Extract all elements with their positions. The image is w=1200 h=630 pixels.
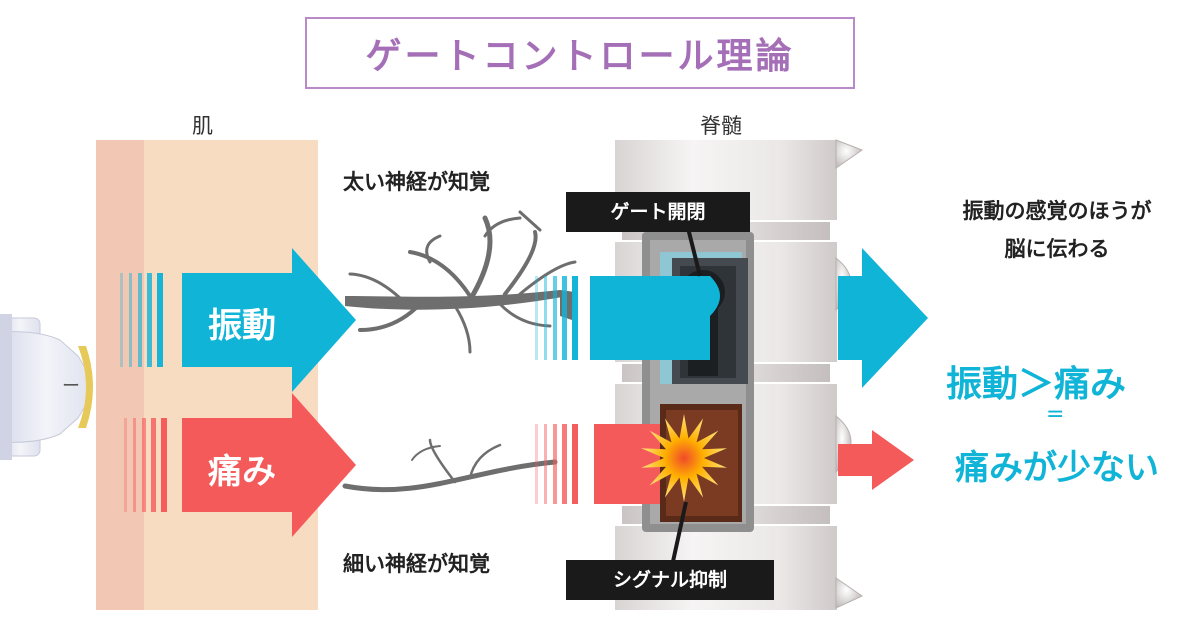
thick-nerve [345,210,577,354]
vibration-arrow-spine [590,276,720,360]
thin-nerve [342,438,558,493]
device-icon [0,314,93,460]
comparison-text: 振動＞痛み [946,364,1127,405]
vibration-stripe [129,273,132,367]
device-mark: ー [62,376,80,397]
pain-arrow-out [838,430,914,490]
signal-callout: シグナル抑制 [566,560,774,600]
pain-stripe [553,424,557,504]
vibration-stripe [535,276,538,360]
vibration-arrow-out [838,248,928,388]
equals-sign: = [1046,402,1065,427]
vibration-stripe [157,273,163,367]
pain-stripe [151,418,156,512]
vibration-stripe [120,273,123,367]
signal-callout-pointer [670,501,688,567]
result-note: 振動の感覚のほうが 脳に伝わる [922,192,1192,268]
pain-stripe [572,424,578,504]
pain-stripe [142,418,146,512]
pain-stripe [562,424,567,504]
vibration-arrow-label: 振動 [208,306,276,346]
vibration-stripes-skin [120,273,163,367]
vibration-stripe [553,276,557,360]
pain-arrow [182,393,356,537]
thin-nerve-label: 細い神経が知覚 [343,552,490,576]
pain-stripe [544,424,547,504]
spine-spikes [835,139,864,609]
pain-stripe [124,418,127,512]
pain-arrow-label: 痛み [208,452,276,492]
gate-callout: ゲート開閉 [566,192,750,232]
result-note-line1: 振動の感覚のほうが [962,199,1152,223]
page-title: ゲートコントロール理論 [305,17,855,89]
pain-stripe [535,424,538,504]
skin-layer [96,140,318,610]
pain-stripes-skin [124,418,167,512]
pain-arrow-spine [594,424,660,504]
vibration-stripe [544,276,547,360]
conclusion-text: 痛みが少ない [955,448,1159,488]
pain-stripe [133,418,136,512]
vibration-arrow [182,248,356,392]
vibration-stripe [138,273,142,367]
skin-label: 肌 [192,114,213,138]
vibration-stripe [562,276,567,360]
pain-flash-icon [641,414,727,502]
vibration-stripe [572,276,578,360]
pain-stripes-spine [535,424,578,504]
vibration-stripe [147,273,152,367]
vibration-stripes-spine [535,276,578,360]
pain-stripe [161,418,167,512]
thick-nerve-label: 太い神経が知覚 [343,170,490,194]
result-note-line2: 脳に伝わる [1004,237,1110,261]
spine-label: 脊髄 [700,114,742,138]
gate-callout-pointer [686,227,702,277]
